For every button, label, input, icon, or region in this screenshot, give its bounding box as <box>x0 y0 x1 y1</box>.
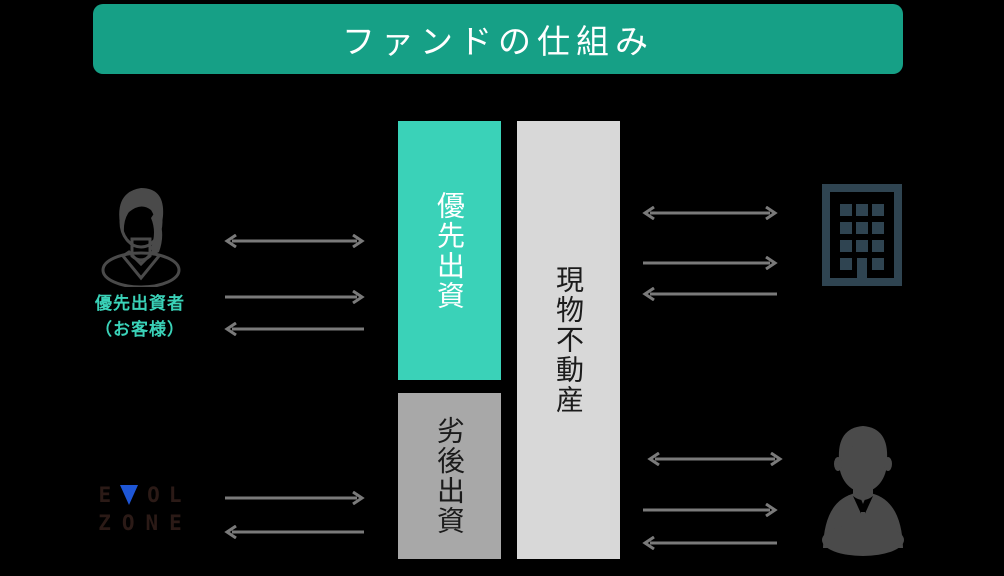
arrow-company-to-subordinate-right <box>222 491 367 505</box>
logo-letter-z2: Z <box>98 510 111 535</box>
businessman-silhouette-icon <box>820 420 906 556</box>
arrow-investor-to-senior-right <box>222 290 367 304</box>
senior-investment-label: 優先出資 <box>433 190 467 311</box>
subordinate-investment-box: 劣後出資 <box>398 393 501 559</box>
logo-triangle-icon <box>120 485 139 505</box>
logo-letter-l1: L <box>168 482 182 507</box>
logo-letter-n2: N <box>145 510 159 535</box>
logo-line-1: E O L <box>80 483 200 507</box>
logo-letter-o1: O <box>147 482 160 507</box>
investor-label-line1: 優先出資者 <box>95 294 185 314</box>
investor-label-line2: （お客様） <box>95 319 185 340</box>
woman-silhouette-icon <box>95 182 187 289</box>
arrow-asset-to-operator-right <box>640 503 780 517</box>
logo-letter-e1: E <box>98 482 112 507</box>
arrow-operator-to-asset-left <box>640 536 780 550</box>
arrow-asset-operator-bidirectional <box>645 452 785 466</box>
arrow-building-to-asset-left <box>640 287 780 301</box>
evol-zone-logo: E O L Z O N E <box>80 483 200 535</box>
arrow-subordinate-to-company-left <box>222 525 367 539</box>
arrow-investor-senior-bidirectional <box>222 234 367 248</box>
building-icon <box>822 184 902 286</box>
arrow-asset-to-building-right <box>640 256 780 270</box>
logo-line-2: Z O N E <box>80 511 200 535</box>
arrow-senior-to-investor-left <box>222 322 367 336</box>
physical-real-estate-label: 現物不動産 <box>552 265 586 415</box>
investor-label: 優先出資者 （お客様） <box>40 292 240 343</box>
physical-real-estate-box: 現物不動産 <box>517 121 620 559</box>
diagram-title-banner: ファンドの仕組み <box>93 4 903 74</box>
logo-letter-e2: E <box>169 510 182 535</box>
page-title: ファンドの仕組み <box>342 22 654 61</box>
arrow-asset-building-bidirectional <box>640 206 780 220</box>
logo-letter-o2: O <box>121 510 135 535</box>
senior-investment-box: 優先出資 <box>398 121 501 380</box>
subordinate-investment-label: 劣後出資 <box>433 416 467 536</box>
